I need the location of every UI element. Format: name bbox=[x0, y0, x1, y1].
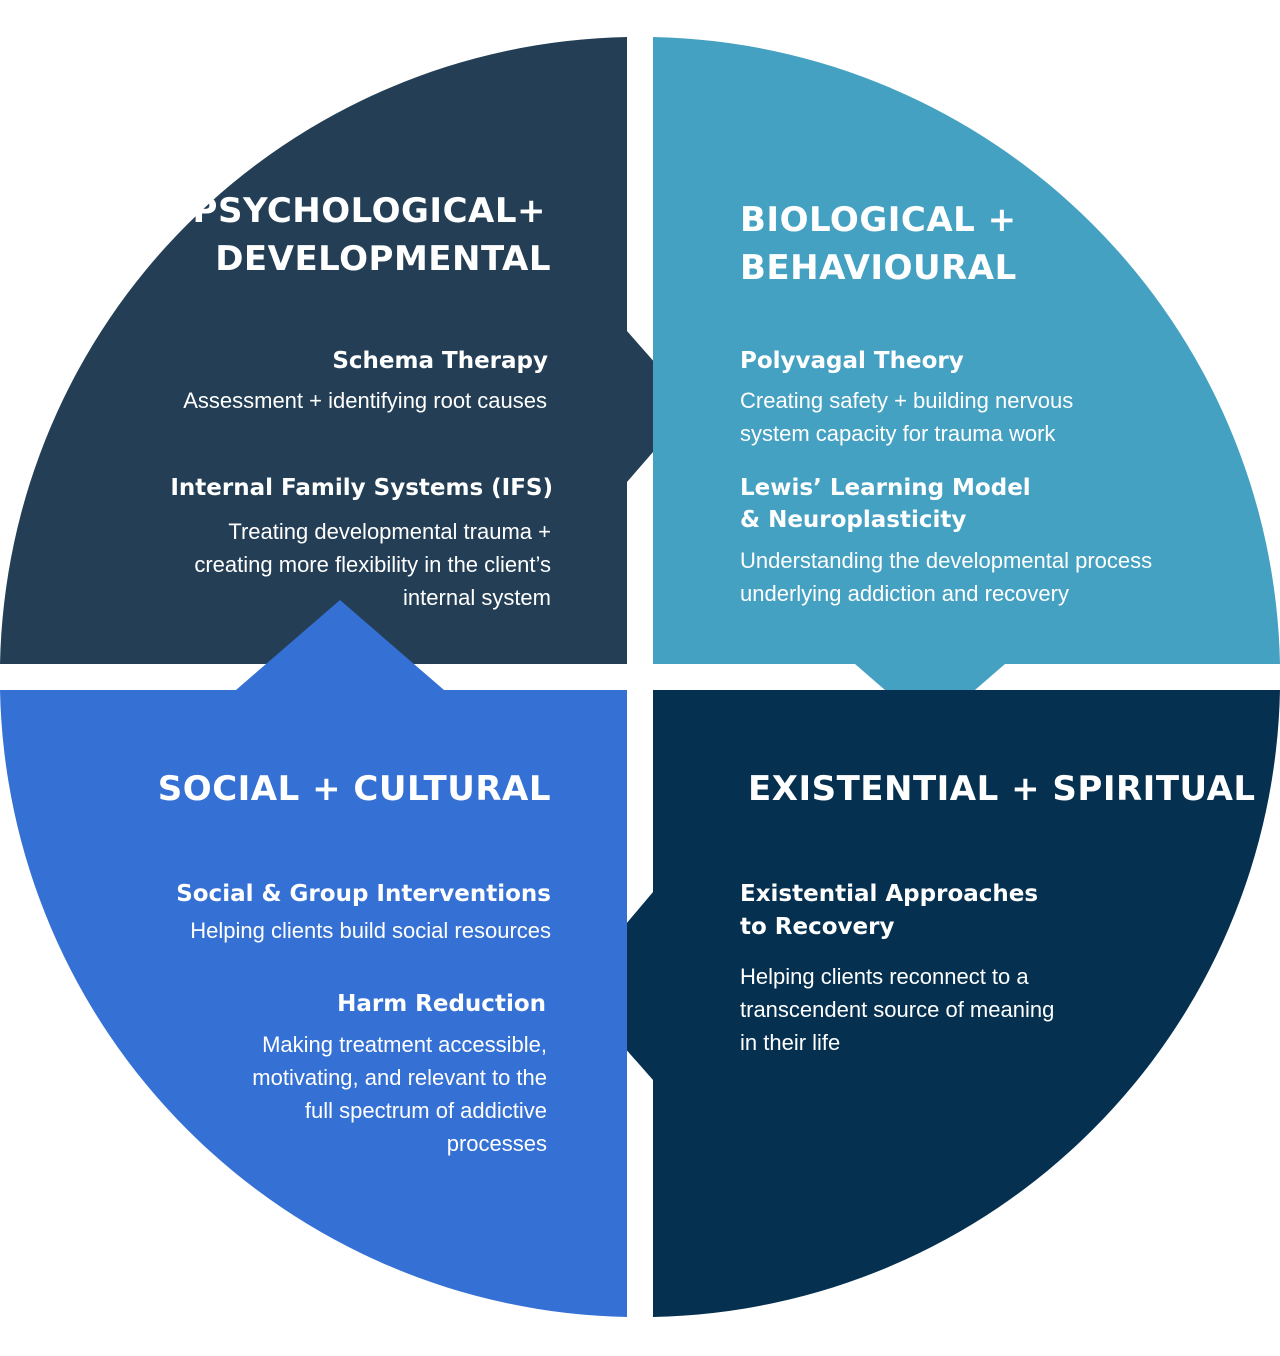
social-group-title: Social & Group Interventions bbox=[176, 881, 551, 907]
social-group-desc: Helping clients build social resources bbox=[190, 918, 551, 943]
schema-therapy-desc: Assessment + identifying root causes bbox=[183, 388, 547, 413]
ifs-desc-line1: Treating developmental trauma + bbox=[228, 519, 551, 544]
psychological-section: PSYCHOLOGICAL+ DEVELOPMENTAL Schema Ther… bbox=[170, 191, 553, 610]
existential-approaches-desc-line1: Helping clients reconnect to a bbox=[740, 964, 1029, 989]
psychological-title-line2: DEVELOPMENTAL bbox=[215, 239, 551, 279]
existential-approaches-desc-line3: in their life bbox=[740, 1030, 840, 1055]
polyvagal-desc-line1: Creating safety + building nervous bbox=[740, 388, 1073, 413]
existential-title: EXISTENTIAL + SPIRITUAL bbox=[748, 769, 1256, 809]
quadrant-psychological bbox=[0, 37, 693, 664]
ifs-title: Internal Family Systems (IFS) bbox=[170, 475, 553, 501]
harm-reduction-desc-line1: Making treatment accessible, bbox=[262, 1032, 547, 1057]
lewis-title-line2: & Neuroplasticity bbox=[740, 507, 966, 533]
social-title: SOCIAL + CULTURAL bbox=[158, 769, 551, 809]
quadrant-biological bbox=[653, 37, 1280, 729]
lewis-title-line1: Lewis’ Learning Model bbox=[740, 475, 1031, 501]
social-section: SOCIAL + CULTURAL Social & Group Interve… bbox=[158, 769, 551, 1156]
polyvagal-desc-line2: system capacity for trauma work bbox=[740, 421, 1056, 446]
psychological-title-line1: PSYCHOLOGICAL+ bbox=[193, 191, 546, 231]
lewis-desc-line1: Understanding the developmental process bbox=[740, 548, 1152, 573]
biological-title-line2: BEHAVIOURAL bbox=[740, 248, 1017, 288]
biological-title-line1: BIOLOGICAL + bbox=[740, 200, 1017, 240]
existential-section: EXISTENTIAL + SPIRITUAL Existential Appr… bbox=[740, 769, 1256, 1055]
harm-reduction-title: Harm Reduction bbox=[337, 991, 546, 1017]
existential-approaches-desc-line2: transcendent source of meaning bbox=[740, 997, 1054, 1022]
biological-section: BIOLOGICAL + BEHAVIOURAL Polyvagal Theor… bbox=[740, 200, 1152, 606]
harm-reduction-desc-line2: motivating, and relevant to the bbox=[252, 1065, 547, 1090]
lewis-desc-line2: underlying addiction and recovery bbox=[740, 581, 1069, 606]
quadrant-existential bbox=[572, 690, 1280, 1317]
existential-approaches-title-line2: to Recovery bbox=[740, 914, 894, 940]
quadrant-social bbox=[0, 600, 627, 1317]
harm-reduction-desc-line3: full spectrum of addictive bbox=[305, 1098, 547, 1123]
harm-reduction-desc-line4: processes bbox=[447, 1131, 547, 1156]
existential-approaches-title-line1: Existential Approaches bbox=[740, 881, 1038, 907]
ifs-desc-line3: internal system bbox=[403, 585, 551, 610]
schema-therapy-title: Schema Therapy bbox=[332, 348, 548, 374]
ifs-desc-line2: creating more flexibility in the client’… bbox=[194, 552, 551, 577]
polyvagal-title: Polyvagal Theory bbox=[740, 348, 964, 374]
